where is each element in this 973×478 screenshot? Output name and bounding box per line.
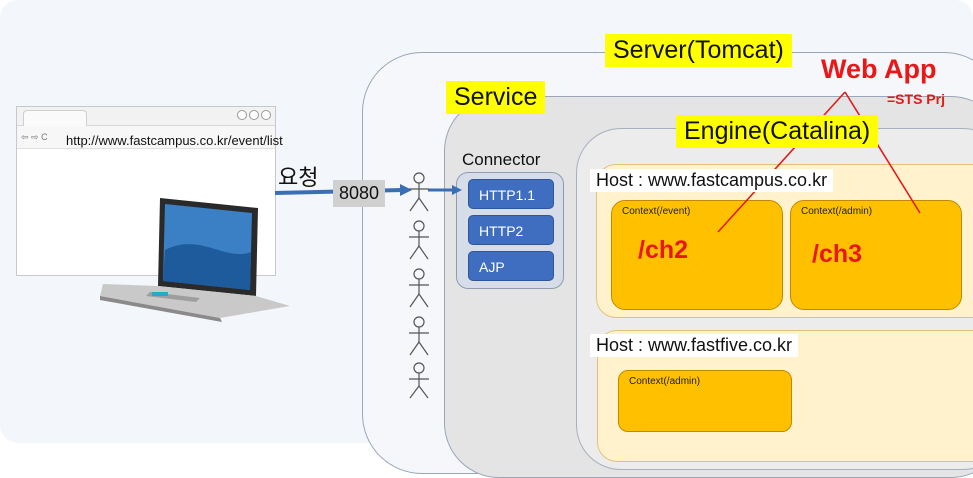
context-admin-box-fastfive: Context(/admin)	[618, 370, 792, 432]
connector-http11-button[interactable]: HTTP1.1	[468, 179, 554, 209]
host-label-fastcampus: Host : www.fastcampus.co.kr	[590, 169, 834, 192]
context-label: Context(/event)	[622, 206, 691, 217]
window-controls-icon[interactable]	[237, 110, 271, 120]
context-label: Context(/admin)	[629, 376, 701, 387]
request-label: 요청	[278, 165, 319, 190]
web-app-title: Web App	[821, 54, 937, 84]
connector-arrowhead-icon	[452, 185, 462, 195]
connector-title: Connector	[462, 150, 541, 169]
thread-person-icon	[409, 362, 429, 399]
web-app-subtitle: =STS Prj	[887, 91, 945, 107]
browser-toolbar	[17, 126, 275, 149]
context-label: Context(/admin)	[801, 206, 873, 217]
project-label-ch2: /ch2	[638, 236, 689, 264]
thread-person-icon	[409, 220, 429, 260]
service-title: Service	[446, 81, 546, 114]
web-app-pointer-lines	[717, 91, 921, 233]
thread-person-icon	[409, 316, 429, 356]
thread-person-icon	[409, 268, 429, 308]
browser-nav-icons[interactable]: ⇦ ⇨ C	[21, 132, 48, 142]
request-arrowhead-icon	[400, 184, 412, 196]
browser-tab[interactable]	[23, 110, 87, 126]
server-title: Server(Tomcat)	[605, 34, 792, 67]
diagram-graphics	[100, 91, 921, 399]
project-label-ch3: /ch3	[812, 240, 863, 268]
browser-window	[16, 106, 276, 276]
port-label: 8080	[333, 180, 386, 207]
context-event-box: Context(/event)	[611, 200, 783, 310]
connector-http2-button[interactable]: HTTP2	[468, 215, 554, 245]
engine-title: Engine(Catalina)	[676, 115, 879, 148]
browser-url-text[interactable]: http://www.fastcampus.co.kr/event/list	[66, 133, 283, 148]
context-admin-box: Context(/admin)	[790, 200, 962, 310]
thread-person-icon	[409, 172, 429, 212]
connector-ajp-button[interactable]: AJP	[468, 251, 554, 281]
laptop-icon	[100, 198, 290, 322]
host-label-fastfive: Host : www.fastfive.co.kr	[590, 334, 799, 357]
